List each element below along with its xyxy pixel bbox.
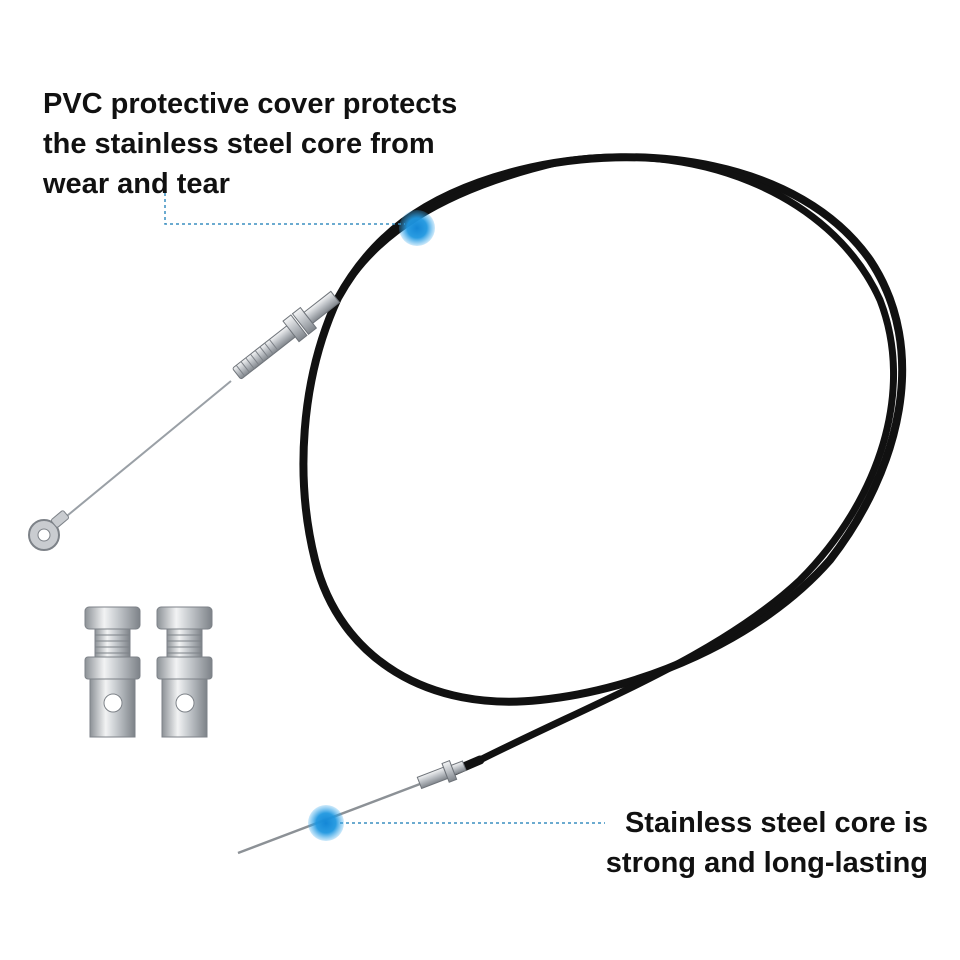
steel-core-caption: Stainless steel core is strong and long-… [568,803,928,883]
pvc-cover-caption: PVC protective cover protects the stainl… [43,84,503,204]
top-leader-line [164,193,405,225]
caption-line: strong and long-lasting [605,847,928,879]
bottom-end-fitting [237,760,467,855]
caption-line: Stainless steel core is [624,807,928,839]
top-highlight-marker [399,210,435,246]
top-end-fitting [28,290,341,551]
cable-housing [299,153,907,777]
bottom-highlight-marker [308,805,344,841]
caption-line: the stainless steel core from [43,128,435,160]
clamp-bolt-left [84,606,141,738]
caption-line: PVC protective cover protects [43,88,458,120]
clamp-bolt-right [156,606,213,738]
caption-line: wear and tear [43,168,230,200]
